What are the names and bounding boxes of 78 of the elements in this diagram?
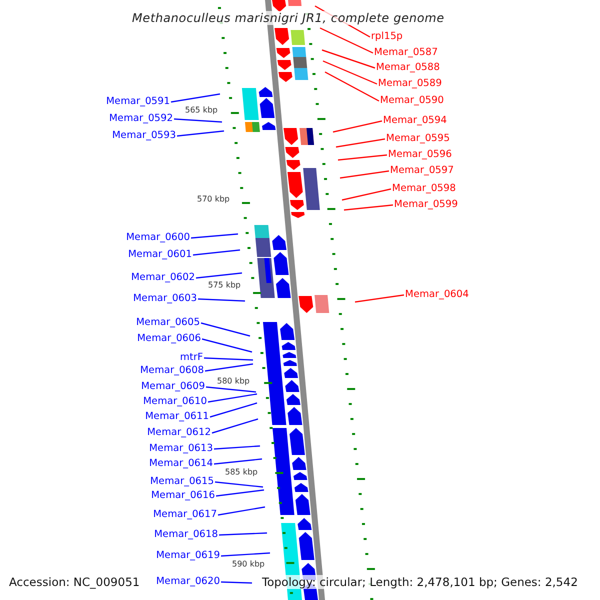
leader-line	[322, 60, 378, 85]
gene-label: Memar_0591	[106, 96, 170, 108]
gene-label: Memar_0595	[386, 133, 450, 145]
scale-label: 565 kbp	[185, 106, 218, 114]
gene-label: Memar_0587	[374, 47, 438, 59]
leader-line	[324, 71, 380, 102]
gene-label: Memar_0608	[140, 365, 204, 377]
scale-label: 575 kbp	[208, 280, 241, 290]
gene-label: Memar_0612	[147, 427, 211, 439]
leader-line	[196, 272, 242, 279]
leader-line	[336, 138, 386, 148]
gene-label: mtrF	[180, 352, 203, 364]
gene-label: Memar_0603	[133, 293, 197, 305]
gene-label: Memar_0589	[378, 78, 442, 90]
gene-label: Memar_0588	[376, 62, 440, 74]
map-title: Methanoculleus marisnigri JR1, complete genome	[132, 11, 444, 25]
leader-line	[202, 338, 252, 353]
gene-label: Memar_0602	[131, 272, 195, 284]
gene-label: Memar_0590	[380, 95, 444, 107]
leader-line	[176, 130, 224, 137]
leader-line	[214, 445, 260, 450]
gene-label: Memar_0592	[109, 113, 173, 125]
leader-line	[342, 188, 392, 201]
gene-label: Memar_0614	[149, 458, 213, 470]
scale-label: 570 kbp	[197, 194, 230, 204]
gene-label: Memar_0617	[153, 509, 217, 521]
leader-line	[340, 170, 390, 179]
leader-line	[338, 154, 388, 161]
leader-line	[212, 418, 258, 434]
leader-line	[208, 393, 258, 403]
gene-label: Memar_0601	[128, 249, 192, 261]
gene-label: rpl15p	[371, 31, 403, 43]
leader-line	[190, 233, 238, 239]
leader-line	[344, 204, 394, 211]
gene-label: Memar_0606	[137, 333, 201, 345]
gene-label: Memar_0616	[151, 490, 215, 502]
leader-line	[204, 357, 254, 361]
gene-label: Memar_0605	[136, 317, 200, 329]
leader-line	[322, 49, 376, 69]
gene-label: Memar_0604	[405, 289, 469, 301]
scale-label: 580 kbp	[217, 376, 250, 386]
gene-label: Memar_0609	[141, 381, 205, 393]
leader-line	[210, 402, 258, 418]
leader-line	[218, 506, 266, 516]
leader-line	[214, 458, 262, 465]
gene-label: Memar_0596	[388, 149, 452, 161]
leader-line	[332, 120, 382, 133]
gene-label: Memar_0620	[156, 576, 220, 588]
scale-label: 585 kbp	[225, 468, 258, 476]
leader-line	[320, 27, 374, 54]
leader-line	[214, 481, 264, 488]
gene-label: Memar_0594	[383, 115, 447, 127]
scale-label: 590 kbp	[232, 560, 265, 568]
leader-line	[170, 93, 220, 103]
leader-line	[174, 118, 222, 123]
gene-label: Memar_0613	[149, 443, 213, 455]
genome-info-label: Topology: circular; Length: 2,478,101 bp; Genes: 2,542	[262, 575, 578, 589]
leader-line	[220, 581, 252, 584]
gene-label: Memar_0597	[390, 165, 454, 177]
leader-line	[192, 249, 240, 256]
gene-label: Memar_0593	[112, 130, 176, 142]
leader-line	[354, 294, 404, 303]
leader-line	[198, 298, 246, 302]
accession-label: Accession: NC_009051	[9, 575, 140, 589]
leader-line	[216, 489, 264, 497]
gene-label: Memar_0615	[150, 476, 214, 488]
gene-label: Memar_0598	[392, 183, 456, 195]
leader-line	[200, 322, 250, 337]
gene-label: Memar_0618	[154, 529, 218, 541]
leader-line	[220, 552, 270, 557]
leader-line	[206, 386, 256, 393]
leader-line	[218, 532, 268, 536]
gene-label: Memar_0619	[156, 550, 220, 562]
gene-label: Memar_0599	[394, 199, 458, 211]
gene-label: Memar_0610	[143, 396, 207, 408]
gene-label: Memar_0600	[126, 232, 190, 244]
leader-line	[204, 363, 254, 372]
gene-label: Memar_0611	[145, 411, 209, 423]
